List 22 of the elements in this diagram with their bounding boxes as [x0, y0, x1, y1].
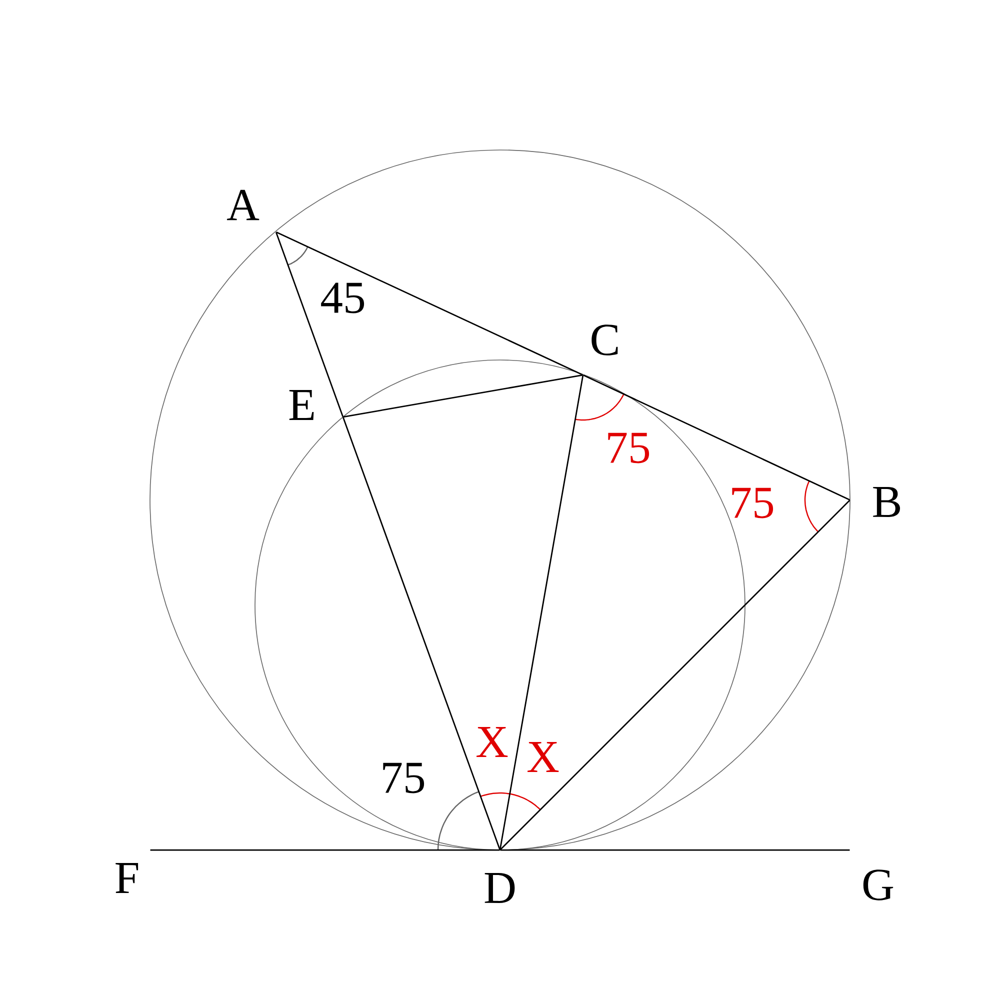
line-segment: [342, 417, 501, 850]
point-label: G: [863, 870, 894, 900]
point-label: F: [116, 863, 138, 893]
line-segment: [276, 232, 584, 376]
angle-label: X: [528, 742, 559, 772]
point-label: A: [226, 190, 260, 220]
line-segment: [582, 374, 850, 500]
angle-label: 75: [383, 762, 424, 794]
point-label: D: [484, 873, 515, 903]
line-segment: [500, 500, 850, 850]
line-segment: [499, 375, 584, 850]
angle-label: 75: [608, 432, 650, 464]
line-segment: [150, 849, 500, 851]
line-segment: [500, 849, 850, 851]
point-label: C: [592, 324, 618, 356]
angle-label: 75: [732, 488, 774, 518]
line-segment: [275, 232, 344, 417]
point-label: B: [873, 486, 900, 518]
angle-label: X: [476, 727, 508, 757]
point-label: E: [289, 390, 314, 420]
line-segment: [343, 374, 583, 418]
angle-label: 45: [321, 282, 364, 314]
